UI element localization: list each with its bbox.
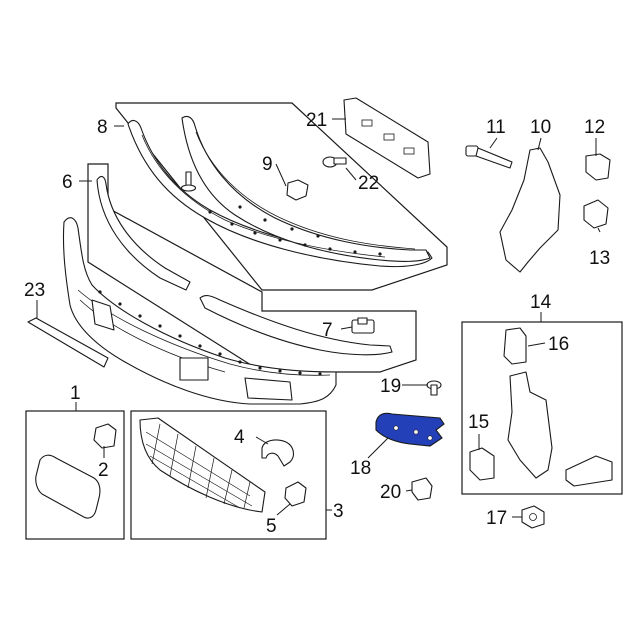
callout-23: 23 bbox=[24, 280, 45, 301]
callout-17: 17 bbox=[486, 508, 507, 529]
bracket-extension[interactable] bbox=[565, 455, 613, 487]
group-1-frame bbox=[25, 410, 125, 540]
bumper-center-opening bbox=[179, 357, 209, 381]
fog-light-opening-right bbox=[244, 377, 293, 401]
screw-19[interactable] bbox=[426, 380, 442, 396]
callout-2: 2 bbox=[98, 460, 109, 481]
callout-5: 5 bbox=[266, 516, 277, 537]
callout-12: 12 bbox=[584, 117, 605, 138]
bolt-11[interactable] bbox=[465, 145, 513, 169]
callout-8: 8 bbox=[97, 117, 108, 138]
callout-7: 7 bbox=[322, 320, 333, 341]
callout-11: 11 bbox=[486, 117, 506, 138]
clip-12[interactable] bbox=[585, 153, 611, 181]
trim-strip-6[interactable] bbox=[96, 175, 191, 291]
group-3-frame bbox=[130, 410, 327, 540]
tow-hook-cover[interactable] bbox=[35, 454, 101, 519]
bracket-15[interactable] bbox=[469, 447, 495, 481]
chrome-strip[interactable] bbox=[199, 295, 393, 356]
callout-4: 4 bbox=[234, 427, 245, 448]
trim-clip-dots bbox=[208, 205, 382, 256]
callout-18: 18 bbox=[350, 458, 371, 479]
nut-13[interactable] bbox=[583, 199, 609, 229]
callout-3: 3 bbox=[333, 501, 344, 522]
clip-16[interactable] bbox=[503, 327, 527, 365]
callout-13: 13 bbox=[589, 248, 610, 269]
callout-9: 9 bbox=[262, 154, 273, 175]
license-plate-bracket[interactable] bbox=[343, 97, 431, 179]
clip-20[interactable] bbox=[411, 477, 433, 501]
callout-14: 14 bbox=[530, 292, 552, 313]
trim-bar-detail bbox=[141, 134, 386, 258]
callout-16: 16 bbox=[548, 334, 569, 355]
callout-19: 19 bbox=[380, 376, 401, 397]
callout-22: 22 bbox=[358, 173, 379, 194]
support-bracket-14[interactable] bbox=[507, 371, 553, 479]
callout-10: 10 bbox=[530, 117, 551, 138]
bracket-18-holes bbox=[393, 425, 433, 441]
pin-stud[interactable] bbox=[180, 171, 197, 192]
callout-1: 1 bbox=[70, 383, 81, 404]
grille-mesh bbox=[145, 423, 253, 509]
leader-lines bbox=[36, 118, 601, 518]
callout-numbers: 8 6 9 21 22 11 10 12 13 7 23 1 2 4 5 3 1… bbox=[24, 110, 610, 537]
bracket-2[interactable] bbox=[93, 423, 117, 449]
clip-9[interactable] bbox=[286, 179, 309, 201]
bracket-5[interactable] bbox=[284, 481, 307, 507]
trim-bar-detail-2 bbox=[195, 131, 416, 250]
fog-light-opening-left bbox=[91, 299, 115, 331]
mounting-bracket-10[interactable] bbox=[499, 147, 561, 273]
bumper-bolt-holes bbox=[98, 290, 322, 376]
clip-7[interactable] bbox=[351, 317, 375, 334]
flange-nut-hole bbox=[529, 513, 537, 521]
callout-15: 15 bbox=[468, 412, 489, 433]
callout-6: 6 bbox=[62, 172, 73, 193]
bumper-cover[interactable] bbox=[62, 217, 337, 405]
strip-23[interactable] bbox=[27, 317, 109, 368]
flange-nut-17[interactable] bbox=[521, 505, 545, 529]
plate-slots bbox=[361, 119, 415, 155]
callout-20: 20 bbox=[380, 482, 401, 503]
callout-21: 21 bbox=[306, 110, 327, 131]
clamp-4[interactable] bbox=[261, 439, 295, 467]
bolt-22[interactable] bbox=[322, 156, 347, 168]
group-14-frame bbox=[461, 321, 623, 495]
highlighted-bracket-18[interactable] bbox=[375, 412, 445, 447]
